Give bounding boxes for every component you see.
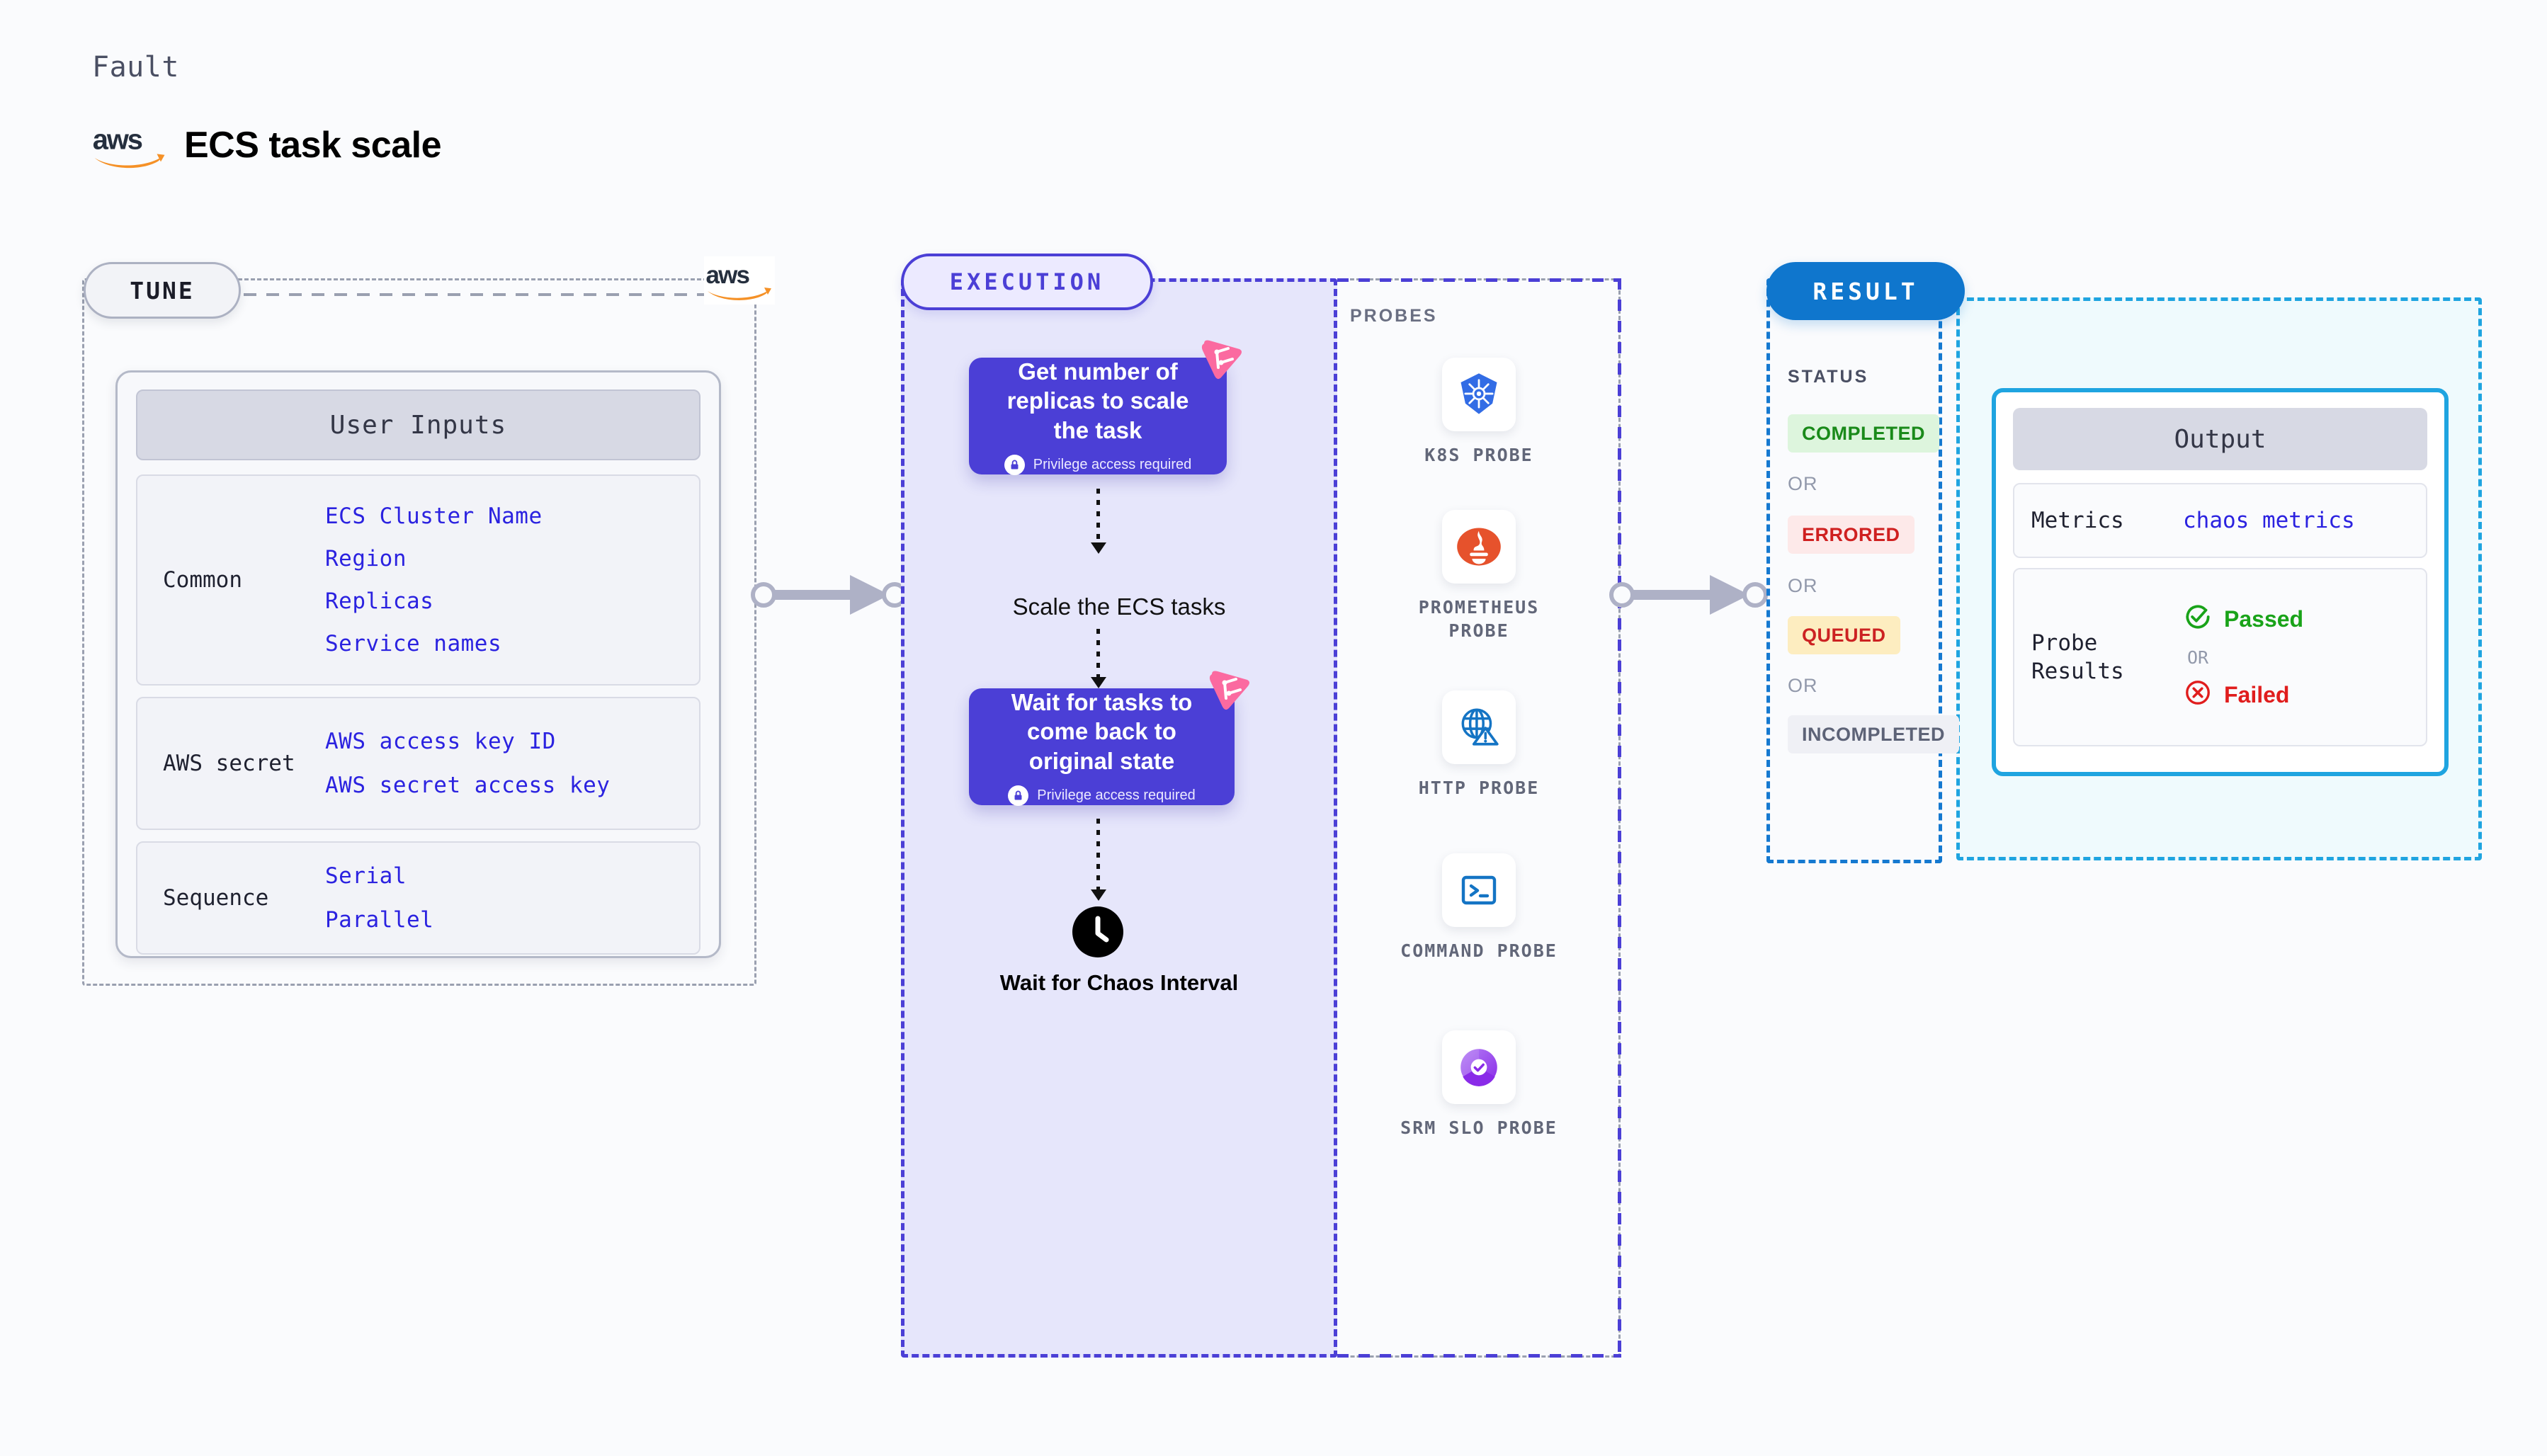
chaos-corner-badge-icon bbox=[1208, 670, 1252, 711]
status-title: STATUS bbox=[1788, 367, 1869, 387]
execution-arrow-2 bbox=[1096, 629, 1100, 677]
input-group-label: Sequence bbox=[163, 885, 269, 911]
input-value[interactable]: AWS access key ID bbox=[325, 729, 556, 754]
input-value[interactable]: Replicas bbox=[325, 588, 434, 614]
execution-arrow-2-head bbox=[1091, 677, 1106, 688]
execution-node-title: Wait for tasks to come back to original … bbox=[1011, 688, 1193, 774]
stage-pill-tune[interactable]: TUNE bbox=[84, 262, 241, 319]
input-value[interactable]: Parallel bbox=[325, 907, 434, 933]
input-value[interactable]: Region bbox=[325, 546, 407, 571]
input-group-label: Common bbox=[163, 567, 242, 593]
probe-item-k8s[interactable]: K8S PROBE bbox=[1337, 358, 1621, 467]
probe-result-or-label: OR bbox=[2187, 647, 2209, 668]
svg-text:aws: aws bbox=[706, 261, 750, 289]
http-globe-warning-icon bbox=[1442, 690, 1516, 764]
probe-label: COMMAND PROBE bbox=[1400, 940, 1558, 961]
input-group-common: Common ECS Cluster Name Region Replicas … bbox=[136, 474, 700, 686]
user-inputs-header: User Inputs bbox=[136, 389, 700, 460]
fault-label: Fault bbox=[92, 51, 179, 84]
privilege-text: Privilege access required bbox=[1037, 787, 1196, 804]
output-header: Output bbox=[2013, 408, 2427, 470]
input-value[interactable]: AWS secret access key bbox=[325, 773, 611, 798]
output-row-metrics: Metrics chaos metrics bbox=[2013, 483, 2427, 558]
execution-node-wait-original-state[interactable]: Wait for tasks to come back to original … bbox=[969, 671, 1249, 807]
input-group-aws-secret: AWS secret AWS access key ID AWS secret … bbox=[136, 697, 700, 830]
stage-pill-execution[interactable]: EXECUTION bbox=[901, 254, 1153, 310]
status-or-label: OR bbox=[1788, 675, 1818, 696]
execution-node-subtitle: Privilege access required bbox=[1008, 785, 1196, 807]
x-circle-icon bbox=[2183, 678, 2213, 713]
failed-label: Failed bbox=[2224, 682, 2290, 707]
user-inputs-card: User Inputs Common ECS Cluster Name Regi… bbox=[115, 370, 721, 958]
probe-item-prometheus[interactable]: PROMETHEUS PROBE bbox=[1337, 510, 1621, 642]
execution-step-label: Scale the ECS tasks bbox=[1012, 593, 1226, 620]
probe-result-failed: Failed bbox=[2183, 678, 2303, 713]
result-panel bbox=[1766, 278, 1942, 863]
probe-label: PROMETHEUS PROBE bbox=[1418, 597, 1540, 641]
privilege-text: Privilege access required bbox=[1033, 457, 1192, 473]
probe-result-passed: Passed bbox=[2183, 602, 2303, 637]
arrow-tune-to-execution bbox=[751, 567, 908, 623]
lock-icon bbox=[1004, 455, 1025, 476]
status-badge-errored: ERRORED bbox=[1788, 516, 1914, 554]
execution-node-title: Get number of replicas to scale the task bbox=[1006, 358, 1189, 443]
input-value[interactable]: Serial bbox=[325, 863, 407, 889]
probes-panel-border-right bbox=[1618, 278, 1621, 1358]
probe-label: SRM SLO PROBE bbox=[1400, 1117, 1558, 1138]
status-badge-incompleted: INCOMPLETED bbox=[1788, 715, 1960, 753]
probes-title: PROBES bbox=[1350, 306, 1438, 326]
srm-slo-icon bbox=[1442, 1030, 1516, 1104]
input-value[interactable]: Service names bbox=[325, 631, 502, 656]
execution-arrow-3-head bbox=[1091, 889, 1106, 901]
probe-label: K8S PROBE bbox=[1424, 445, 1533, 465]
wait-chaos-interval-label: Wait for Chaos Interval bbox=[999, 970, 1239, 995]
page-title-row: aws ECS task scale bbox=[91, 120, 442, 170]
execution-arrow-1 bbox=[1096, 489, 1100, 542]
execution-node-subtitle: Privilege access required bbox=[1004, 455, 1192, 476]
tune-panel bbox=[82, 278, 756, 986]
probe-label: HTTP PROBE bbox=[1418, 778, 1540, 798]
execution-node-get-replicas[interactable]: Get number of replicas to scale the task… bbox=[969, 340, 1242, 476]
kubernetes-icon bbox=[1442, 358, 1516, 431]
metrics-value[interactable]: chaos metrics bbox=[2183, 508, 2355, 533]
stage-pill-result[interactable]: RESULT bbox=[1766, 262, 1965, 320]
input-group-label: AWS secret bbox=[163, 751, 295, 776]
execution-arrow-3 bbox=[1096, 819, 1100, 889]
clock-icon bbox=[1072, 906, 1123, 957]
probe-item-srm-slo[interactable]: SRM SLO PROBE bbox=[1337, 1030, 1621, 1140]
output-card: Output Metrics chaos metrics Probe Resul… bbox=[1992, 388, 2449, 776]
lock-icon bbox=[1008, 785, 1029, 807]
tune-connector-line bbox=[244, 293, 704, 296]
probes-panel bbox=[1337, 278, 1621, 1358]
aws-logo-icon: aws bbox=[91, 120, 169, 170]
status-or-label: OR bbox=[1788, 575, 1818, 596]
page-title: ECS task scale bbox=[184, 125, 442, 166]
aws-logo-icon-connector: aws bbox=[704, 256, 775, 305]
status-badge-queued: QUEUED bbox=[1788, 616, 1900, 654]
probe-item-http[interactable]: HTTP PROBE bbox=[1337, 690, 1621, 800]
prometheus-icon bbox=[1442, 510, 1516, 584]
chaos-corner-badge-icon bbox=[1200, 339, 1244, 380]
terminal-icon bbox=[1442, 853, 1516, 927]
check-circle-icon bbox=[2183, 602, 2213, 637]
status-badge-completed: COMPLETED bbox=[1788, 414, 1940, 453]
output-row-probe-results: Probe Results Passed OR bbox=[2013, 568, 2427, 746]
status-or-label: OR bbox=[1788, 473, 1818, 494]
execution-arrow-1-head bbox=[1091, 542, 1106, 554]
probe-results-label: Probe Results bbox=[2031, 630, 2124, 684]
arrow-execution-to-result bbox=[1609, 567, 1769, 623]
probes-panel-border-top bbox=[1337, 278, 1621, 282]
svg-text:aws: aws bbox=[93, 125, 142, 156]
metrics-label: Metrics bbox=[2031, 507, 2124, 533]
input-group-sequence: Sequence Serial Parallel bbox=[136, 841, 700, 955]
input-value[interactable]: ECS Cluster Name bbox=[325, 504, 543, 529]
passed-label: Passed bbox=[2224, 606, 2304, 632]
probe-item-command[interactable]: COMMAND PROBE bbox=[1337, 853, 1621, 963]
probes-panel-border-bottom bbox=[1337, 1354, 1621, 1358]
